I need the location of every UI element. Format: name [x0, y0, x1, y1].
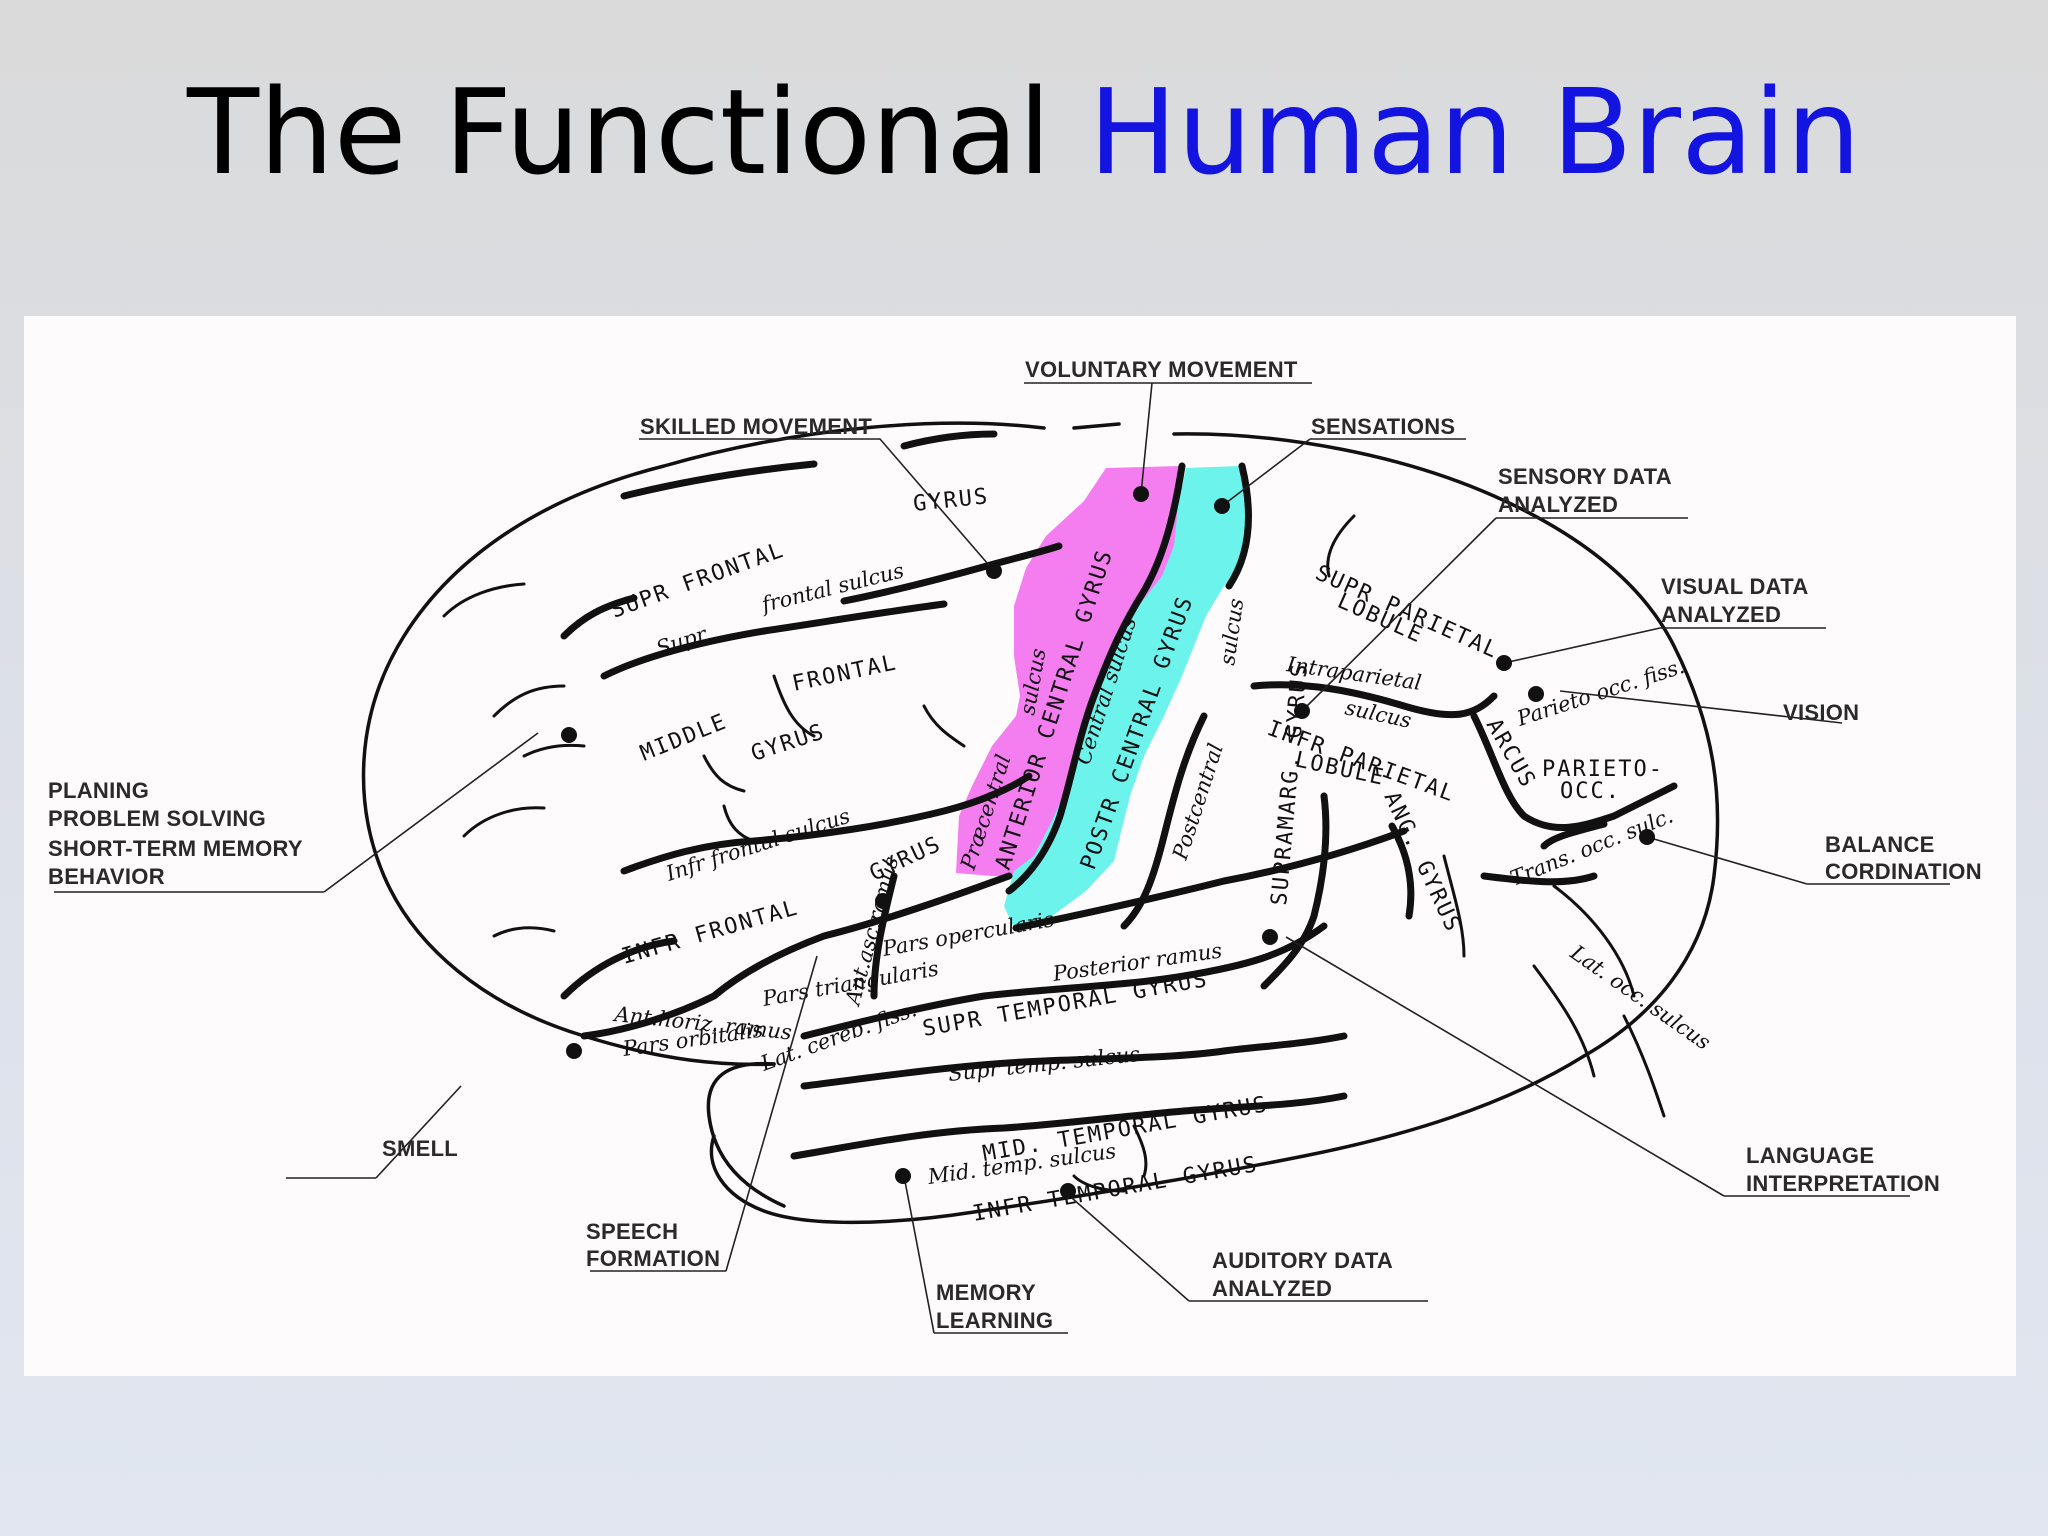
dot-auditory [1060, 1183, 1076, 1199]
label-visual-2: ANALYZED [1661, 602, 1781, 627]
label-smell: SMELL [382, 1136, 458, 1161]
dot-language [1262, 929, 1278, 945]
postcentral-region [1004, 466, 1252, 928]
leader-lines [54, 382, 1950, 1334]
label-planing-2: PROBLEM SOLVING [48, 806, 266, 831]
dot-visual [1496, 655, 1512, 671]
function-labels: VOLUNTARY MOVEMENT SKILLED MOVEMENT SENS… [48, 357, 1982, 1333]
label-voluntary-movement: VOLUNTARY MOVEMENT [1025, 357, 1298, 382]
gyral-lines [442, 514, 1666, 1193]
diagram-panel: GYRUS SUPR FRONTAL frontal sulcus Supr M… [24, 316, 2016, 1376]
dot-vision [1528, 686, 1544, 702]
label-gyrus-mid: GYRUS [748, 719, 828, 766]
label-postcentral-sulcus: sulcus [1215, 597, 1248, 667]
label-lat-occ-sulcus: Lat. occ. sulcus [1565, 940, 1715, 1055]
label-sensory-1: SENSORY DATA [1498, 464, 1672, 489]
dot-memory [895, 1168, 911, 1184]
label-speech-2: FORMATION [586, 1246, 720, 1271]
function-dots [561, 486, 1655, 1199]
label-language-2: INTERPRETATION [1746, 1171, 1940, 1196]
label-infr-frontal-sulcus: Infr frontal sulcus [662, 804, 853, 886]
label-memory-2: LEARNING [936, 1308, 1053, 1333]
label-supr: Supr [653, 621, 711, 660]
dot-sensations [1214, 498, 1230, 514]
dot-voluntary [1133, 486, 1149, 502]
label-balance-2: CORDINATION [1825, 859, 1982, 884]
label-auditory-2: ANALYZED [1212, 1276, 1332, 1301]
label-frontal: FRONTAL [790, 650, 900, 697]
label-planing-3: SHORT-TERM MEMORY [48, 836, 303, 861]
dot-balance [1639, 829, 1655, 845]
dot-sensory [1294, 703, 1310, 719]
label-auditory-1: AUDITORY DATA [1212, 1248, 1393, 1273]
dot-speech [875, 893, 891, 909]
title-accent: Human Brain [1088, 63, 1861, 201]
label-balance-1: BALANCE [1825, 832, 1935, 857]
label-sensations: SENSATIONS [1311, 414, 1455, 439]
brain-outline [361, 421, 1720, 1225]
dot-skilled [986, 563, 1002, 579]
dot-planing [561, 727, 577, 743]
label-skilled-movement: SKILLED MOVEMENT [640, 414, 872, 439]
label-language-1: LANGUAGE [1746, 1143, 1874, 1168]
sulci [560, 430, 1678, 1160]
dot-smell [566, 1043, 582, 1059]
precentral-region [956, 466, 1182, 876]
label-planing-1: PLANING [48, 778, 149, 803]
label-visual-1: VISUAL DATA [1661, 574, 1809, 599]
label-postcentral: Postcentral [1168, 740, 1228, 863]
label-speech-1: SPEECH [586, 1219, 678, 1244]
label-supramarg: SUPRAMARG. GYRUS [1267, 661, 1313, 906]
label-sensory-2: ANALYZED [1498, 492, 1618, 517]
label-planing-4: BEHAVIOR [48, 864, 165, 889]
label-supr-temp-sulcus: Supr temp. sulcus [947, 1042, 1141, 1086]
label-memory-1: MEMORY [936, 1280, 1036, 1305]
label-supr-frontal-sulcus: frontal sulcus [757, 558, 906, 617]
label-sulcus-ip: sulcus [1343, 695, 1414, 732]
label-middle: MIDDLE [637, 709, 731, 766]
slide-title: The Functional Human Brain [0, 62, 2048, 202]
title-prefix: The Functional [187, 63, 1052, 201]
label-ang-gyrus: ANG. GYRUS [1379, 788, 1466, 937]
brain-diagram: GYRUS SUPR FRONTAL frontal sulcus Supr M… [48, 357, 1982, 1334]
label-occ: OCC. [1560, 779, 1621, 804]
label-sup-frontal: SUPR FRONTAL [608, 538, 788, 624]
label-parieto-occ: PARIETO- [1542, 757, 1664, 782]
label-vision: VISION [1783, 700, 1859, 725]
